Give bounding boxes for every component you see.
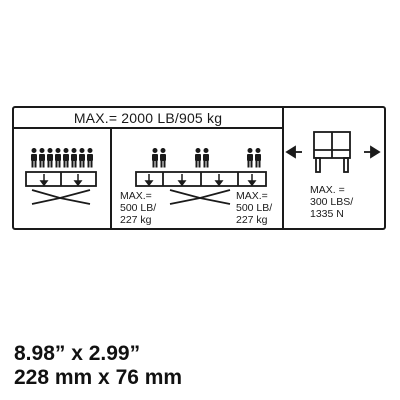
capacity-left-line-2: 500 LB/ bbox=[120, 202, 157, 214]
full-load-pictogram bbox=[25, 148, 97, 205]
person-figure-icon bbox=[87, 148, 93, 168]
side-capacity-text: MAX. = 300 LBS/ 1335 N bbox=[310, 184, 353, 220]
person-figure-icon bbox=[39, 148, 45, 168]
right-arrow-icon bbox=[364, 145, 381, 159]
side-force-pictogram bbox=[285, 131, 381, 173]
load-capacity-label: MAX.= 2000 LB/905 kg bbox=[12, 106, 386, 230]
divider-left bbox=[110, 127, 112, 230]
side-capacity-line-1: MAX. = bbox=[310, 184, 345, 196]
capacity-left-line-1: MAX.= bbox=[120, 190, 152, 202]
split-load-pictogram bbox=[135, 148, 267, 205]
divider-right bbox=[282, 106, 284, 230]
person-figure-icon bbox=[47, 148, 53, 168]
person-figure-icon bbox=[247, 148, 253, 168]
side-capacity-line-2: 300 LBS/ bbox=[310, 196, 354, 208]
people-groups-split bbox=[152, 148, 261, 168]
platform-split bbox=[135, 171, 267, 187]
capacity-left-line-3: 227 kg bbox=[120, 214, 152, 226]
side-capacity-line-3: 1335 N bbox=[310, 208, 344, 220]
down-arrow-icon bbox=[39, 174, 83, 187]
scissor-lift-icon bbox=[169, 189, 231, 205]
people-group-full bbox=[31, 148, 93, 168]
person-figure-icon bbox=[63, 148, 69, 168]
capacity-right-line-2: 500 LB/ bbox=[236, 202, 273, 214]
down-arrow-icon bbox=[144, 174, 257, 187]
header-divider bbox=[14, 127, 282, 129]
capacity-right-line-1: MAX.= bbox=[236, 190, 268, 202]
person-figure-icon bbox=[71, 148, 77, 168]
platform-side-view-icon bbox=[313, 131, 351, 173]
person-figure-icon bbox=[79, 148, 85, 168]
label-dimensions: 8.98” x 2.99” 228 mm x 76 mm bbox=[14, 342, 182, 390]
left-arrow-icon bbox=[285, 145, 302, 159]
dimensions-metric: 228 mm x 76 mm bbox=[14, 366, 183, 389]
person-figure-icon bbox=[152, 148, 158, 168]
person-figure-icon bbox=[203, 148, 209, 168]
person-figure-icon bbox=[255, 148, 261, 168]
capacity-right-text: MAX.= 500 LB/ 227 kg bbox=[236, 190, 272, 226]
capacity-right-line-3: 227 kg bbox=[236, 214, 268, 226]
person-figure-icon bbox=[31, 148, 37, 168]
person-figure-icon bbox=[195, 148, 201, 168]
scissor-lift-icon bbox=[31, 189, 91, 205]
platform-full bbox=[25, 171, 97, 187]
dimensions-imperial: 8.98” x 2.99” bbox=[14, 342, 141, 365]
person-figure-icon bbox=[55, 148, 61, 168]
person-figure-icon bbox=[160, 148, 166, 168]
capacity-left-text: MAX.= 500 LB/ 227 kg bbox=[120, 190, 156, 226]
max-capacity-title: MAX.= 2000 LB/905 kg bbox=[73, 110, 223, 126]
